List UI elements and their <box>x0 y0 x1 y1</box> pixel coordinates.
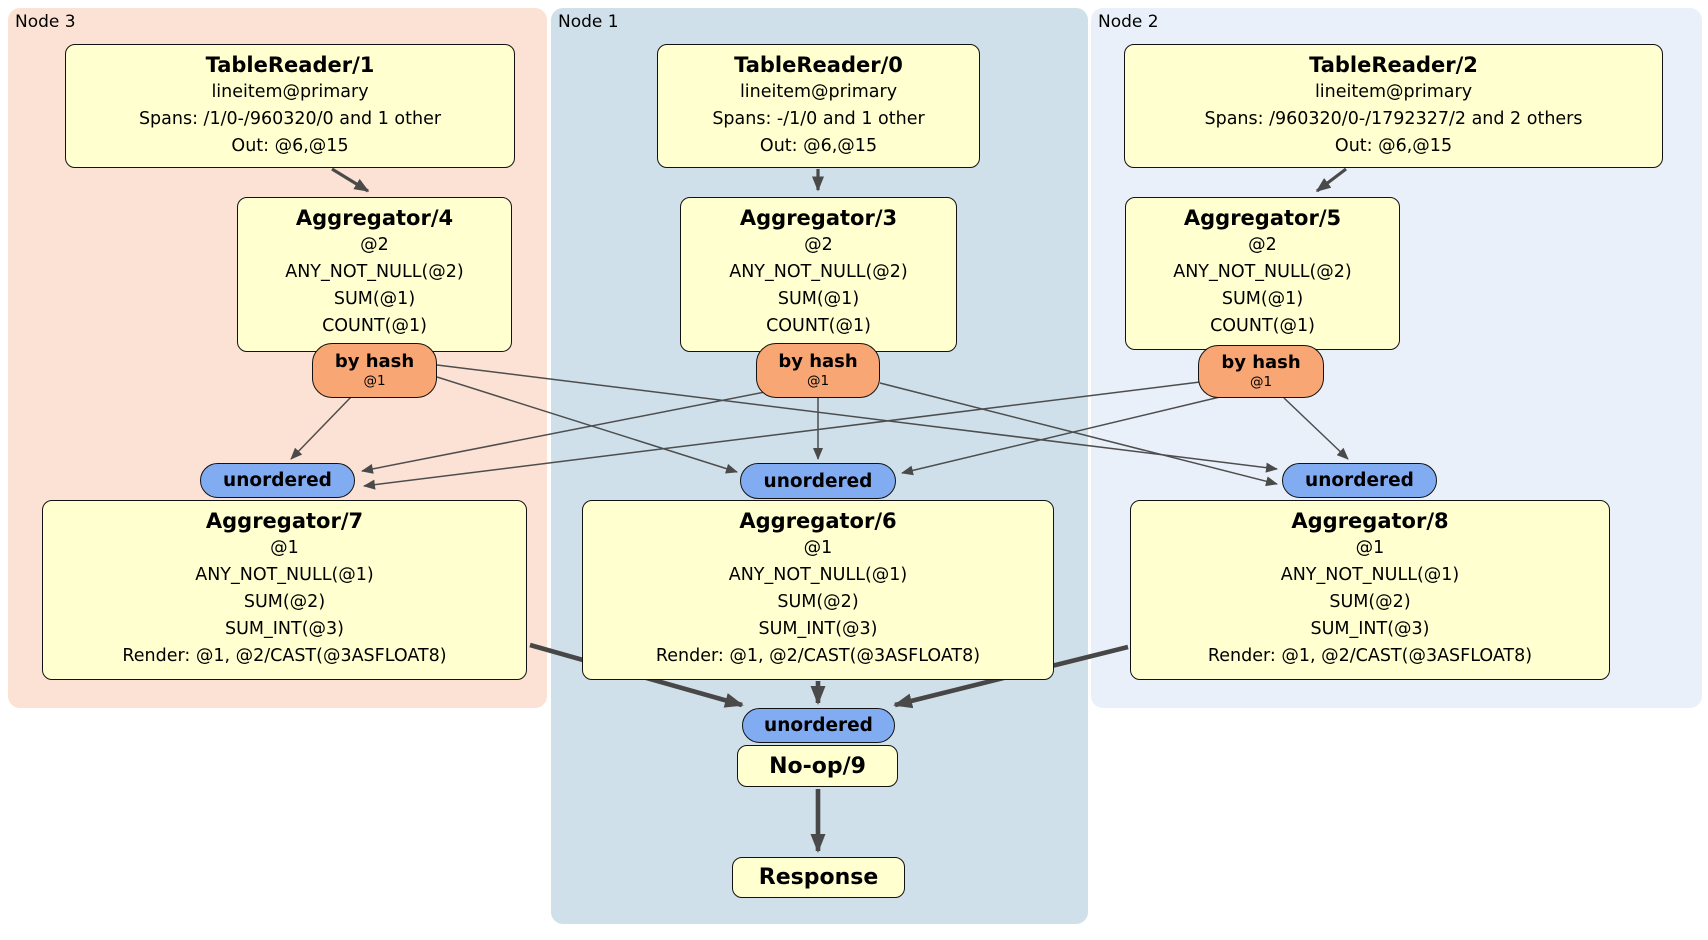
oval-unordered-6: unordered <box>740 463 896 499</box>
box-line: COUNT(@1) <box>322 316 427 336</box>
box-line: lineitem@primary <box>1314 82 1473 102</box>
box-line: Render: @1, @2/CAST(@3ASFLOAT8) <box>655 646 981 666</box>
cluster-node1-label: Node 1 <box>558 12 619 32</box>
box-aggregator-5: Aggregator/5 @2 ANY_NOT_NULL(@2) SUM(@1)… <box>1125 197 1400 350</box>
box-line: Spans: /960320/0-/1792327/2 and 2 others <box>1204 109 1583 129</box>
box-line: ANY_NOT_NULL(@1) <box>1280 565 1460 585</box>
box-line: lineitem@primary <box>211 82 369 102</box>
unordered-label: unordered <box>763 470 873 492</box>
box-line: ANY_NOT_NULL(@2) <box>285 262 464 282</box>
box-title: TableReader/2 <box>1309 53 1478 77</box>
oval-by-hash-5: by hash @1 <box>1198 345 1324 398</box>
box-line: SUM(@2) <box>777 592 859 612</box>
box-line: Out: @6,@15 <box>759 136 878 156</box>
box-title: Aggregator/7 <box>205 509 364 533</box>
box-aggregator-8: Aggregator/8 @1 ANY_NOT_NULL(@1) SUM(@2)… <box>1130 500 1610 680</box>
box-aggregator-3: Aggregator/3 @2 ANY_NOT_NULL(@2) SUM(@1)… <box>680 197 957 352</box>
box-line: ANY_NOT_NULL(@2) <box>1173 262 1352 282</box>
box-title: Aggregator/4 <box>295 206 454 230</box>
box-title: No-op/9 <box>769 753 866 779</box>
unordered-label: unordered <box>764 715 873 736</box>
box-title: Aggregator/6 <box>739 509 897 533</box>
box-tablereader-2: TableReader/2 lineitem@primary Spans: /9… <box>1124 44 1663 168</box>
box-title: Response <box>758 865 879 890</box>
box-line: @1 <box>270 538 299 558</box>
box-line: SUM(@2) <box>1329 592 1411 612</box>
box-line: SUM(@1) <box>1221 289 1304 309</box>
box-title: TableReader/1 <box>205 53 375 77</box>
box-tablereader-0: TableReader/0 lineitem@primary Spans: -/… <box>657 44 980 168</box>
box-aggregator-4: Aggregator/4 @2 ANY_NOT_NULL(@2) SUM(@1)… <box>237 197 512 352</box>
box-line: @2 <box>360 235 389 255</box>
by-hash-label: by hash <box>334 351 415 372</box>
box-line: Spans: /1/0-/960320/0 and 1 other <box>138 109 442 129</box>
box-noop-9: No-op/9 <box>737 745 898 787</box>
oval-unordered-9: unordered <box>742 708 895 743</box>
box-line: SUM_INT(@3) <box>758 619 878 639</box>
unordered-label: unordered <box>1305 470 1414 491</box>
box-line: ANY_NOT_NULL(@1) <box>195 565 374 585</box>
box-response: Response <box>732 857 905 898</box>
by-hash-sublabel: @1 <box>1249 374 1273 390</box>
box-line: COUNT(@1) <box>1210 316 1315 336</box>
box-line: @1 <box>803 538 833 558</box>
box-line: @2 <box>804 235 833 255</box>
box-aggregator-6: Aggregator/6 @1 ANY_NOT_NULL(@1) SUM(@2)… <box>582 500 1054 680</box>
box-line: SUM(@2) <box>243 592 326 612</box>
box-title: Aggregator/3 <box>739 206 898 230</box>
box-line: ANY_NOT_NULL(@1) <box>728 565 908 585</box>
oval-by-hash-3: by hash @1 <box>756 343 880 398</box>
box-line: SUM(@1) <box>333 289 416 309</box>
box-aggregator-7: Aggregator/7 @1 ANY_NOT_NULL(@1) SUM(@2)… <box>42 500 527 680</box>
box-line: Spans: -/1/0 and 1 other <box>712 109 925 129</box>
box-line: SUM(@1) <box>777 289 860 309</box>
by-hash-label: by hash <box>778 351 858 372</box>
by-hash-sublabel: @1 <box>806 373 830 389</box>
box-line: lineitem@primary <box>739 82 898 102</box>
box-line: @2 <box>1248 235 1277 255</box>
box-line: SUM_INT(@3) <box>1310 619 1430 639</box>
box-line: COUNT(@1) <box>766 316 871 336</box>
box-tablereader-1: TableReader/1 lineitem@primary Spans: /1… <box>65 44 515 168</box>
box-title: Aggregator/5 <box>1183 206 1342 230</box>
by-hash-label: by hash <box>1221 352 1301 373</box>
box-line: Out: @6,@15 <box>1334 136 1453 156</box>
box-line: ANY_NOT_NULL(@2) <box>729 262 908 282</box>
unordered-label: unordered <box>223 470 332 491</box>
oval-unordered-8: unordered <box>1282 463 1437 498</box>
oval-unordered-7: unordered <box>200 463 355 498</box>
box-line: @1 <box>1355 538 1385 558</box>
box-line: Out: @6,@15 <box>231 136 349 156</box>
cluster-node2-label: Node 2 <box>1098 12 1159 32</box>
box-title: Aggregator/8 <box>1291 509 1449 533</box>
box-title: TableReader/0 <box>734 53 903 77</box>
box-line: SUM_INT(@3) <box>225 619 344 639</box>
box-line: Render: @1, @2/CAST(@3ASFLOAT8) <box>122 646 447 666</box>
oval-by-hash-4: by hash @1 <box>312 343 437 398</box>
box-line: Render: @1, @2/CAST(@3ASFLOAT8) <box>1207 646 1533 666</box>
by-hash-sublabel: @1 <box>363 373 386 389</box>
cluster-node3-label: Node 3 <box>15 12 76 32</box>
